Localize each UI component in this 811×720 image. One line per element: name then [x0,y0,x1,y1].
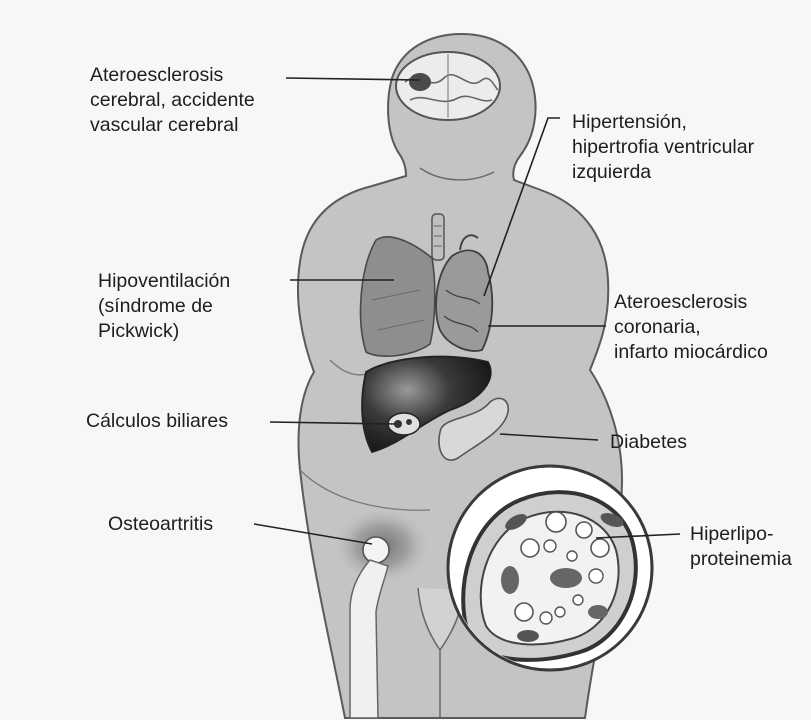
artery-cross-section-icon [448,466,652,670]
label-osteoarthritis: Osteoartritis [108,512,213,537]
label-coronary-atherosclerosis: Ateroesclerosis coronaria, infarto miocá… [614,290,768,365]
label-line: (síndrome de [98,294,230,319]
label-line: coronaria, [614,315,768,340]
label-hypoventilation: Hipoventilación (síndrome de Pickwick) [98,269,230,344]
label-line: hipertrofia ventricular [572,135,754,160]
label-cerebral-atherosclerosis: Ateroesclerosis cerebral, accidente vasc… [90,63,255,138]
label-line: Ateroesclerosis [614,290,768,315]
label-line: cerebral, accidente [90,88,255,113]
label-line: vascular cerebral [90,113,255,138]
label-line: Ateroesclerosis [90,63,255,88]
label-line: Hipoventilación [98,269,230,294]
label-gallstones: Cálculos biliares [86,409,228,434]
label-line: proteinemia [690,547,792,572]
label-hypertension: Hipertensión, hipertrofia ventricular iz… [572,110,754,185]
label-line: Pickwick) [98,319,230,344]
label-line: Hiperlipo- [690,522,792,547]
label-hyperlipoproteinemia: Hiperlipo- proteinemia [690,522,792,572]
label-line: infarto miocárdico [614,340,768,365]
label-line: izquierda [572,160,754,185]
label-diabetes: Diabetes [610,430,687,455]
brain-icon [396,52,500,120]
label-line: Hipertensión, [572,110,754,135]
